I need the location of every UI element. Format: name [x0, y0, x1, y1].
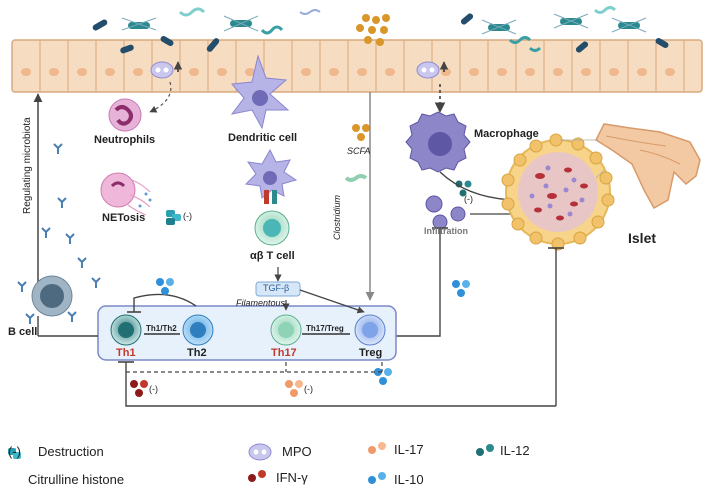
legend-il12-icon: [476, 444, 494, 456]
legend-destruction-label: Destruction: [38, 444, 104, 459]
il17-minus-label: (-): [304, 384, 313, 394]
netosis-minus-label: (-): [183, 211, 192, 221]
legend-destruction-symbol: (-): [8, 444, 21, 459]
il10-dots-top-icon: [156, 278, 174, 295]
th17-label: Th17: [271, 347, 297, 359]
neutrophil-icon: [108, 98, 142, 132]
ifng-minus-label: (-): [149, 384, 158, 394]
legend-citrulline-label: Citrulline histone: [28, 472, 125, 487]
treg-label: Treg: [359, 347, 383, 359]
scfa-icon: [352, 124, 370, 141]
ifng-dots-icon: [130, 380, 148, 397]
clostridium-icon: [344, 174, 368, 182]
netosis-icon: [100, 172, 152, 216]
il12-dots-icon: [455, 180, 472, 197]
regulating-microbiota-label: Regulating microbiota: [22, 117, 33, 214]
macrophage-icon: [405, 111, 471, 173]
ab-t-cell-icon: [244, 148, 298, 246]
infiltration-cells-icon: [425, 195, 466, 230]
legend-mpo-icon: [248, 443, 272, 461]
legend-citrulline-icon: [8, 448, 21, 459]
scfa-label: SCFA: [347, 146, 371, 156]
legend-il17-label: IL-17: [394, 442, 424, 457]
clostridium-label: Clostridium: [332, 194, 342, 240]
th1-label: Th1: [116, 347, 136, 359]
tgf-beta-label: TGF-β: [263, 283, 290, 293]
pancreas-icon: [560, 123, 701, 210]
infiltration-label: Infiltration: [424, 226, 468, 236]
islet-label: Islet: [628, 230, 657, 246]
th1-th2-ratio-label: Th1/Th2: [146, 324, 177, 333]
scfa-particles-icon: [356, 14, 390, 46]
citrulline-histone-icon: [166, 210, 181, 225]
microbiota-icon: [92, 6, 669, 54]
macrophage-minus-label: (-): [464, 194, 473, 204]
tgf-beta-box: [255, 281, 301, 297]
th2-label: Th2: [187, 347, 207, 359]
neutrophils-label: Neutrophils: [94, 134, 156, 146]
legend-ifng-label: IFN-γ: [276, 470, 308, 485]
dendritic-cell-label: Dendritic cell: [228, 132, 298, 144]
ab-t-cell-label: αβ T cell: [250, 250, 295, 262]
legend-mpo-label: MPO: [282, 444, 312, 459]
th17-treg-ratio-label: Th17/Treg: [306, 324, 344, 333]
legend-ifng-icon: [248, 470, 266, 482]
b-cell-icon: [31, 275, 73, 317]
legend-il17-icon: [368, 442, 386, 454]
t-cell-panel: [97, 305, 397, 361]
epithelium-layer: [11, 39, 703, 93]
il17-dots-icon: [285, 380, 303, 397]
mpo-in-epithelium-icon: [150, 61, 449, 79]
dendritic-cell-icon: [230, 54, 290, 130]
filamentous-label: Filamentous: [236, 298, 286, 308]
legend-il12-label: IL-12: [500, 443, 530, 458]
macrophage-label: Macrophage: [474, 128, 539, 140]
antibody-icon: [17, 143, 101, 324]
netosis-label: NETosis: [102, 212, 146, 224]
legend-il10-label: IL-10: [394, 472, 424, 487]
b-cell-label: B cell: [8, 326, 38, 338]
legend-il10-icon: [368, 472, 386, 484]
islet-icon: [501, 133, 615, 251]
